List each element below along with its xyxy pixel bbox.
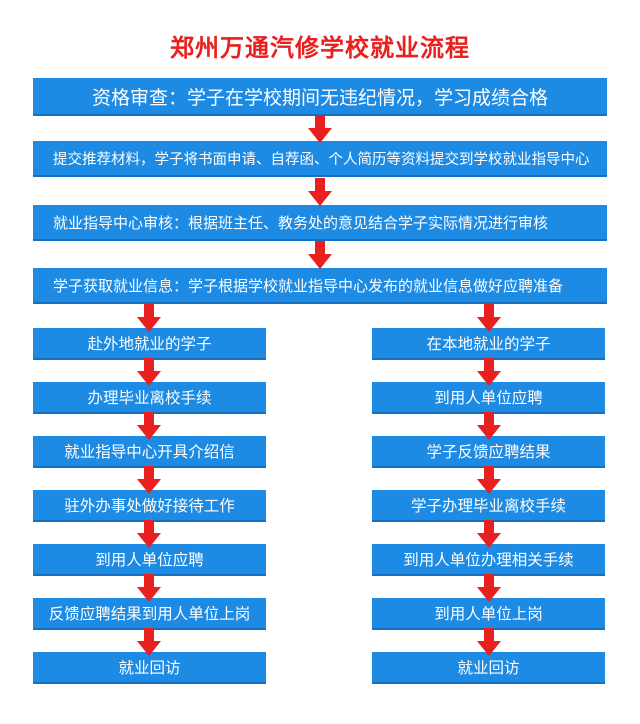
down-arrow-icon xyxy=(137,412,161,440)
down-arrow-icon xyxy=(477,304,501,332)
down-arrow-icon xyxy=(308,115,332,143)
left-step-referral-letter: 就业指导中心开具介绍信 xyxy=(33,436,266,468)
step-center-review: 就业指导中心审核：根据班主任、教务处的意见结合学子实际情况进行审核 xyxy=(33,205,607,241)
down-arrow-icon xyxy=(477,574,501,602)
down-arrow-icon xyxy=(308,178,332,206)
down-arrow-icon xyxy=(308,241,332,269)
left-step-feedback-onboard: 反馈应聘结果到用人单位上岗 xyxy=(33,598,266,630)
left-step-outoftown-students: 赴外地就业的学子 xyxy=(33,328,266,360)
right-step-local-students: 在本地就业的学子 xyxy=(372,328,605,360)
down-arrow-icon xyxy=(137,358,161,386)
right-step-followup-visit: 就业回访 xyxy=(372,652,605,684)
down-arrow-icon xyxy=(137,466,161,494)
left-step-followup-visit: 就业回访 xyxy=(33,652,266,684)
down-arrow-icon xyxy=(477,628,501,656)
down-arrow-icon xyxy=(137,628,161,656)
down-arrow-icon xyxy=(137,520,161,548)
page-title: 郑州万通汽修学校就业流程 xyxy=(170,34,470,62)
right-step-employer-procedures: 到用人单位办理相关手续 xyxy=(372,544,605,576)
right-step-feedback-result: 学子反馈应聘结果 xyxy=(372,436,605,468)
right-step-onboard: 到用人单位上岗 xyxy=(372,598,605,630)
left-step-graduation-procedures: 办理毕业离校手续 xyxy=(33,382,266,414)
down-arrow-icon xyxy=(477,520,501,548)
down-arrow-icon xyxy=(477,358,501,386)
step-get-job-info: 学子获取就业信息：学子根据学校就业指导中心发布的就业信息做好应聘准备 xyxy=(33,268,607,304)
right-step-graduation-procedures: 学子办理毕业离校手续 xyxy=(372,490,605,522)
step-qualification-review: 资格审查：学子在学校期间无违纪情况，学习成绩合格 xyxy=(33,78,607,116)
down-arrow-icon xyxy=(137,304,161,332)
right-step-apply-employer: 到用人单位应聘 xyxy=(372,382,605,414)
step-submit-materials: 提交推荐材料，学子将书面申请、自荐函、个人简历等资料提交到学校就业指导中心 xyxy=(33,141,607,177)
down-arrow-icon xyxy=(477,412,501,440)
down-arrow-icon xyxy=(137,574,161,602)
left-step-office-reception: 驻外办事处做好接待工作 xyxy=(33,490,266,522)
left-step-apply-employer: 到用人单位应聘 xyxy=(33,544,266,576)
down-arrow-icon xyxy=(477,466,501,494)
